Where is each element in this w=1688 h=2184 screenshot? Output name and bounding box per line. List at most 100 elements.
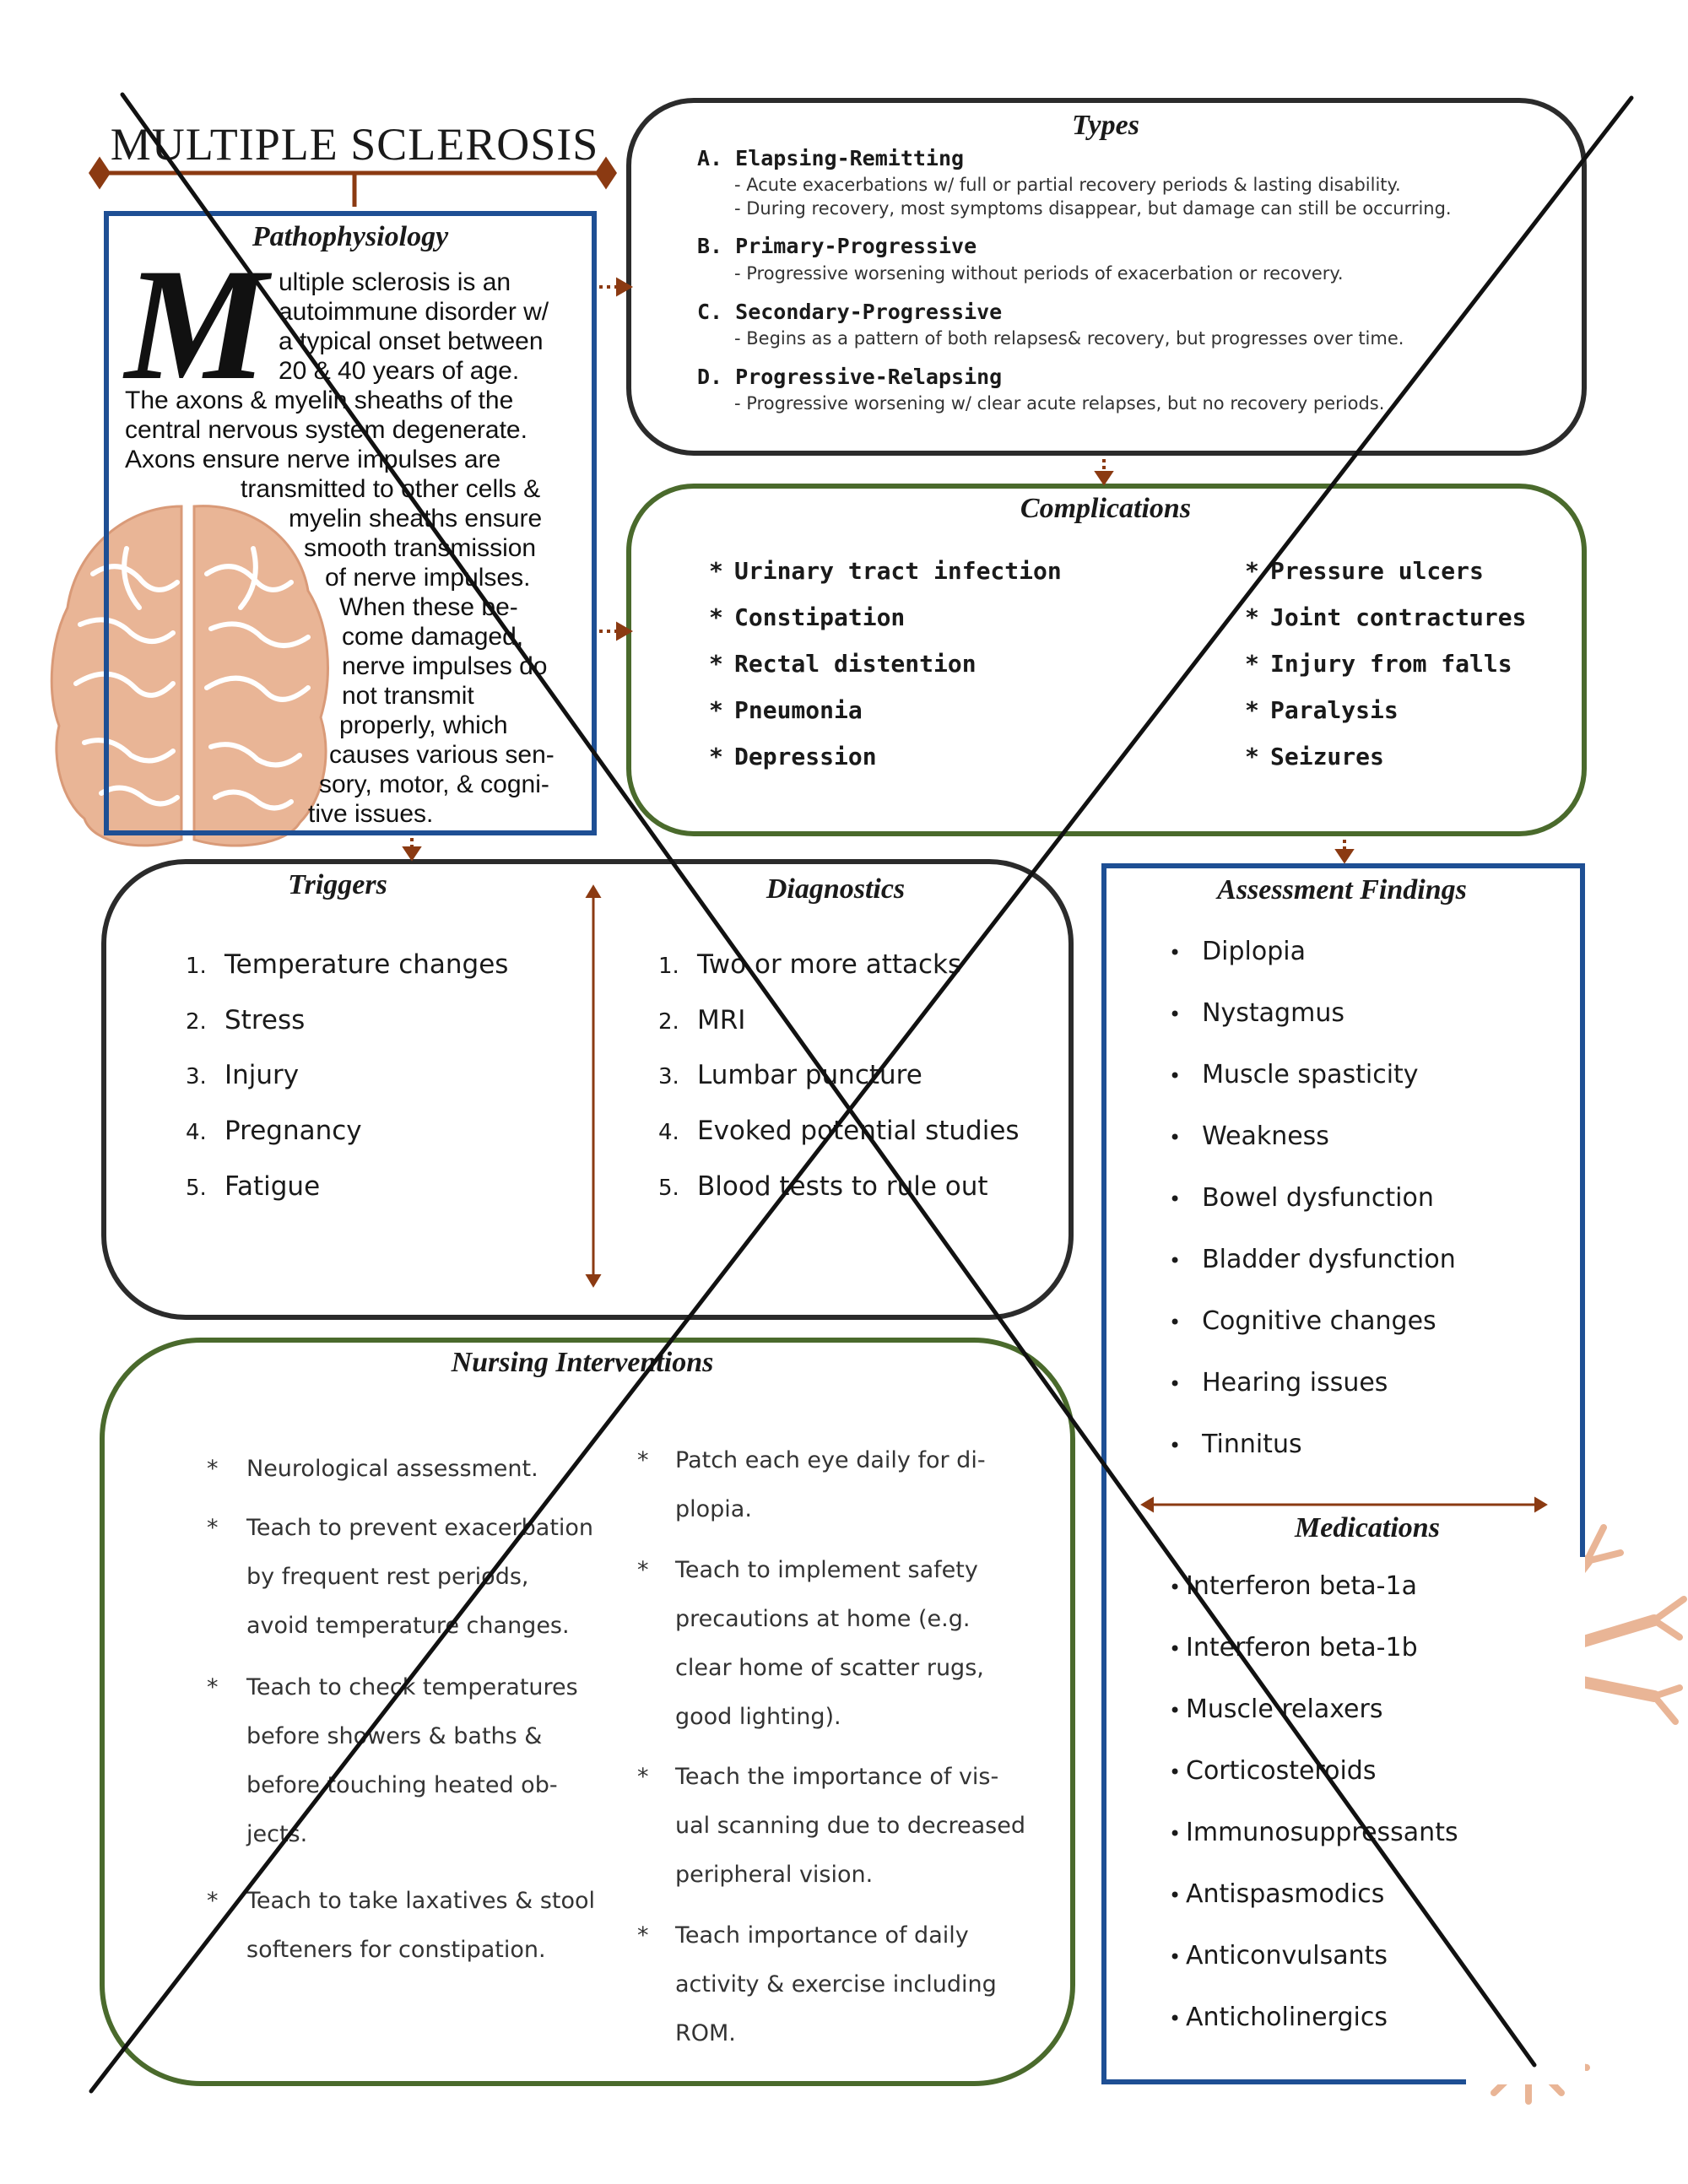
patho-line: The axons & myelin sheaths of the xyxy=(125,387,514,414)
nursing-line: Teach to take laxatives & stool xyxy=(246,1888,596,1914)
type-c-detail-1: - Begins as a pattern of both relapses& … xyxy=(734,328,1404,349)
type-a-label: A. Elapsing-Remitting xyxy=(697,146,965,170)
complication-item: *Seizures xyxy=(1245,743,1384,770)
medication-item: •Antispasmodics xyxy=(1169,1879,1385,1909)
complication-item: *Urinary tract infection xyxy=(709,557,1062,585)
patho-line: causes various sen- xyxy=(329,741,555,769)
types-panel xyxy=(626,98,1587,456)
nursing-line: Teach the importance of vis- xyxy=(675,1764,999,1790)
assessment-item: • Bladder dysfunction xyxy=(1169,1245,1456,1274)
nursing-bullet: * xyxy=(637,1764,649,1790)
medication-item: •Anticholinergics xyxy=(1169,2003,1388,2032)
nursing-line: clear home of scatter rugs, xyxy=(675,1655,984,1681)
assessment-item: • Bowel dysfunction xyxy=(1169,1183,1434,1213)
nursing-line: Neurological assessment. xyxy=(246,1456,538,1482)
patho-line: not transmit xyxy=(342,682,474,710)
nursing-line: peripheral vision. xyxy=(675,1862,874,1888)
complication-item: *Rectal distention xyxy=(709,650,977,678)
pathophysiology-panel xyxy=(104,211,597,835)
complication-item: *Injury from falls xyxy=(1245,650,1512,678)
medications-heading: Medications xyxy=(1295,1512,1440,1543)
assessment-medications-panel xyxy=(1101,863,1585,2084)
complication-item: *Pressure ulcers xyxy=(1245,557,1484,585)
patho-line: a typical onset between xyxy=(279,327,544,355)
assessment-right-border xyxy=(1580,863,1585,1557)
type-d-detail-1: - Progressive worsening w/ clear acute r… xyxy=(734,393,1385,414)
type-b-label: B. Primary-Progressive xyxy=(697,234,977,258)
patho-line: ultiple sclerosis is an xyxy=(279,268,511,296)
nursing-line: Patch each eye daily for di- xyxy=(675,1447,986,1473)
nursing-bullet: * xyxy=(637,1922,649,1949)
trigger-item: 3.Injury xyxy=(186,1060,300,1090)
complications-heading: Complications xyxy=(1020,493,1192,524)
medication-item: •Corticosteroids xyxy=(1169,1756,1377,1786)
type-a-detail-1: - Acute exacerbations w/ full or partial… xyxy=(734,175,1401,195)
assessment-bottom-border xyxy=(1101,2079,1466,2084)
nursing-heading: Nursing Interventions xyxy=(451,1347,714,1378)
complication-item: *Joint contractures xyxy=(1245,603,1527,631)
cross-out-mark xyxy=(89,92,1634,2094)
nursing-line: before showers & baths & xyxy=(246,1723,543,1749)
assessment-item: • Cognitive changes xyxy=(1169,1306,1436,1336)
assessment-item: • Nystagmus xyxy=(1169,998,1344,1028)
type-b-detail-1: - Progressive worsening without periods … xyxy=(734,263,1344,284)
complication-item: *Constipation xyxy=(709,603,906,631)
nursing-bullet: * xyxy=(207,1515,219,1541)
nursing-line: avoid temperature changes. xyxy=(246,1613,570,1639)
triggers-heading: Triggers xyxy=(288,869,387,900)
diagnostic-item: 1.Two or more attacks xyxy=(658,949,962,980)
patho-line: properly, which xyxy=(339,711,508,739)
nursing-line: ROM. xyxy=(675,2020,736,2046)
patho-line: sory, motor, & cogni- xyxy=(319,770,549,798)
patho-line: nerve impulses do xyxy=(342,652,548,680)
nursing-bullet: * xyxy=(637,1447,649,1473)
patho-line: Axons ensure nerve impulses are xyxy=(125,446,501,473)
assessment-item: • Hearing issues xyxy=(1169,1368,1388,1397)
nursing-line: Teach to implement safety xyxy=(675,1557,978,1583)
page-title: MULTIPLE SCLEROSIS xyxy=(110,119,599,170)
patho-line: come damaged, xyxy=(342,623,524,651)
diagnostic-item: 5.Blood tests to rule out xyxy=(658,1171,988,1202)
complications-panel xyxy=(626,484,1587,836)
nursing-interventions-panel xyxy=(100,1338,1075,2086)
types-heading: Types xyxy=(1072,110,1139,141)
nursing-bullet: * xyxy=(207,1456,219,1482)
nursing-line: ual scanning due to decreased xyxy=(675,1813,1025,1839)
nursing-line: plopia. xyxy=(675,1496,752,1522)
drop-cap: M xyxy=(125,236,268,414)
patho-line: central nervous system degenerate. xyxy=(125,416,528,444)
medication-item: •Immunosuppressants xyxy=(1169,1818,1458,1847)
complication-item: *Depression xyxy=(709,743,877,770)
nursing-bullet: * xyxy=(637,1557,649,1583)
nursing-line: before touching heated ob- xyxy=(246,1772,558,1798)
trigger-item: 1.Temperature changes xyxy=(186,949,509,980)
nursing-bullet: * xyxy=(207,1888,219,1914)
type-d-label: D. Progressive-Relapsing xyxy=(697,365,1003,389)
patho-line: myelin sheaths ensure xyxy=(289,505,543,532)
complication-item: *Paralysis xyxy=(1245,696,1399,724)
nursing-bullet: * xyxy=(207,1674,219,1700)
medication-item: •Interferon beta-1b xyxy=(1169,1633,1418,1662)
nursing-line: good lighting). xyxy=(675,1704,841,1730)
type-c-label: C. Secondary-Progressive xyxy=(697,300,1003,324)
medication-item: •Interferon beta-1a xyxy=(1169,1571,1417,1601)
diagnostic-item: 2.MRI xyxy=(658,1005,746,1035)
nursing-line: Teach importance of daily xyxy=(675,1922,969,1949)
patho-line: tive issues. xyxy=(308,800,434,828)
trigger-item: 4.Pregnancy xyxy=(186,1116,362,1146)
assessment-item: • Diplopia xyxy=(1169,937,1307,966)
patho-line: transmitted to other cells & xyxy=(241,475,541,503)
patho-line: autoimmune disorder w/ xyxy=(279,298,549,326)
triggers-diagnostics-panel xyxy=(101,859,1074,1320)
type-a-detail-2: - During recovery, most symptoms disappe… xyxy=(734,198,1452,219)
patho-line: of nerve impulses. xyxy=(325,564,531,592)
trigger-item: 5.Fatigue xyxy=(186,1171,321,1202)
diagnostics-heading: Diagnostics xyxy=(766,873,906,905)
assessment-item: • Weakness xyxy=(1169,1122,1329,1151)
patho-line: smooth transmission xyxy=(304,534,537,562)
medication-item: •Anticonvulsants xyxy=(1169,1941,1388,1970)
assessment-item: • Muscle spasticity xyxy=(1169,1060,1419,1089)
complication-item: *Pneumonia xyxy=(709,696,863,724)
